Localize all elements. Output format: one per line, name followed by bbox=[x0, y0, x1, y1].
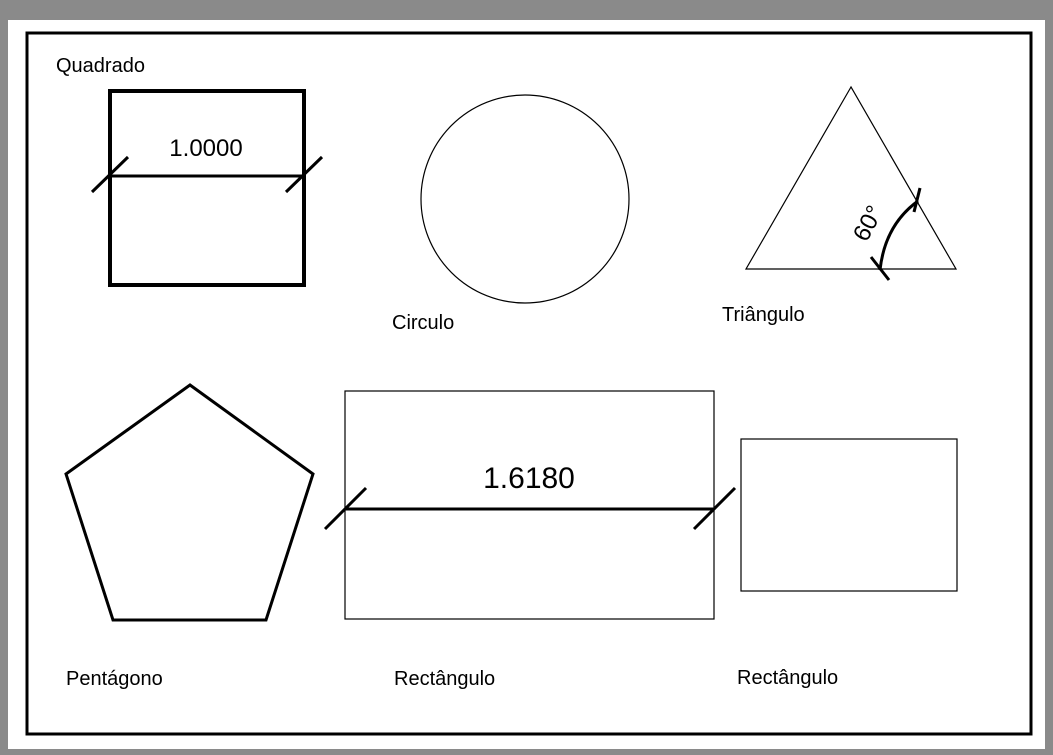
square-label: Quadrado bbox=[56, 55, 145, 77]
square-dimension-tick-left bbox=[90, 155, 130, 194]
square-dimension-value: 1.0000 bbox=[169, 135, 242, 162]
small-rectangle-label: Rectângulo bbox=[737, 667, 838, 689]
square-dimension-tick-right bbox=[284, 155, 324, 194]
circle-label: Circulo bbox=[392, 312, 454, 334]
rectangle-dimension-value: 1.6180 bbox=[483, 462, 575, 495]
triangle-shape bbox=[744, 85, 958, 270]
rectangle-dimension-tick-left bbox=[323, 486, 368, 531]
drawing-border bbox=[25, 31, 1033, 736]
triangle-angle-arc bbox=[878, 199, 919, 271]
pentagon-label: Pentágono bbox=[66, 668, 163, 690]
triangle-angle-tick-top bbox=[912, 187, 922, 213]
drawing-sheet bbox=[8, 20, 1045, 749]
triangle-angle-tick-bottom bbox=[869, 256, 891, 281]
large-rectangle-shape bbox=[344, 390, 715, 620]
triangle-label: Triângulo bbox=[722, 304, 805, 326]
large-rectangle-label: Rectângulo bbox=[394, 668, 495, 690]
triangle-angle-value: 60° bbox=[848, 201, 889, 246]
square-shape bbox=[108, 89, 306, 287]
pentagon-shape bbox=[64, 383, 315, 622]
circle-shape bbox=[420, 94, 630, 304]
rectangle-dimension-tick-right bbox=[692, 486, 737, 531]
small-rectangle-shape bbox=[740, 438, 958, 592]
